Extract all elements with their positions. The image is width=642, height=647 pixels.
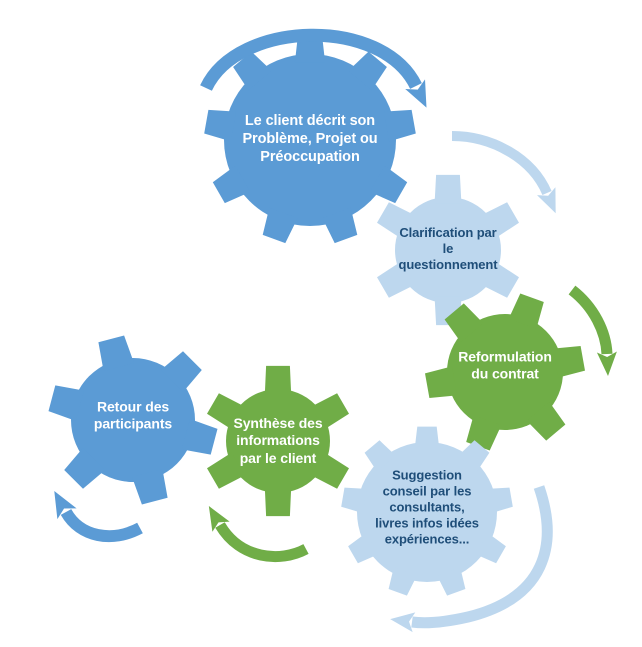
gear-label-synthese: Synthèse des informations par le client — [218, 415, 338, 467]
gear-clarification — [377, 174, 519, 326]
label-line: du contrat — [471, 366, 539, 382]
label-line: Préoccupation — [260, 148, 360, 165]
arrow-around-suggestion-icon — [390, 485, 553, 633]
label-line: Problème, Projet ou — [242, 131, 378, 148]
gear-body — [357, 442, 497, 582]
label-line: Le client décrit son — [244, 113, 376, 130]
gear-label-client-describes: Le client décrit son Problème, Projet ou… — [220, 113, 400, 167]
gear-body — [226, 389, 330, 493]
gear-body — [224, 54, 396, 226]
label-line: Suggestion — [392, 467, 462, 483]
gear-label-reformulation: Reformulation du contrat — [440, 349, 570, 384]
label-line: informations — [236, 432, 320, 449]
label-line: Retour des — [96, 398, 170, 415]
label-line: questionnement — [398, 257, 498, 273]
arrow-over-client-gear-icon — [200, 28, 427, 108]
label-line: le — [442, 240, 454, 256]
gear-teeth — [48, 335, 218, 505]
gear-label-retour: Retour des participants — [73, 399, 193, 434]
gear-body — [447, 314, 563, 430]
gear-client-describes — [204, 34, 416, 244]
arrow-to-synthese-icon — [208, 506, 309, 563]
arrow-from-retour-icon — [54, 491, 143, 543]
gear-synthese — [207, 365, 349, 517]
label-line: livres infos idées — [375, 516, 479, 532]
label-line: conseil par les — [382, 483, 472, 499]
gear-teeth — [425, 293, 585, 451]
label-line: Synthèse des — [233, 414, 323, 431]
label-line: Clarification par — [399, 224, 497, 240]
gear-retour — [48, 335, 218, 505]
label-line: consultants, — [389, 499, 465, 515]
arrow-to-clarification-icon — [451, 131, 556, 214]
label-line: par le client — [239, 449, 317, 466]
label-line: Reformulation — [458, 348, 552, 365]
gear-reformulation — [425, 293, 585, 451]
gear-label-clarification: Clarification par le questionnement — [383, 225, 513, 273]
arrow-to-suggestion-icon — [568, 285, 617, 376]
label-line: expériences... — [384, 532, 470, 548]
label-line: participants — [93, 416, 173, 432]
gear-body — [71, 358, 195, 482]
gear-body — [395, 197, 501, 303]
gear-suggestion — [341, 426, 513, 596]
gear-label-suggestion: Suggestion conseil par les consultants, … — [352, 468, 502, 549]
